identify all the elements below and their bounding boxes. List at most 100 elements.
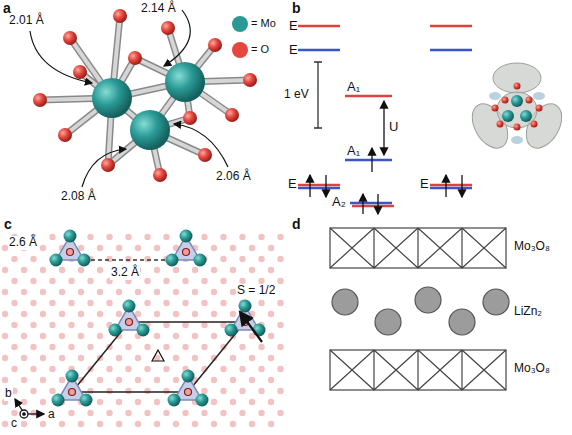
lattice-illustration bbox=[0, 230, 284, 433]
oxygen-atom bbox=[198, 148, 212, 162]
orbital-picture bbox=[493, 63, 541, 93]
oxygen-atom bbox=[73, 65, 87, 79]
legend-swatch bbox=[232, 16, 248, 32]
scale-bar bbox=[314, 62, 322, 128]
axis-label: c bbox=[10, 417, 18, 431]
spin-arrow bbox=[362, 194, 363, 214]
orbital-picture bbox=[492, 105, 499, 112]
molybdenum-atom bbox=[92, 78, 132, 118]
leader-arrow bbox=[30, 31, 92, 83]
spin-arrow bbox=[377, 194, 378, 214]
layer-stack bbox=[483, 289, 509, 315]
spin-arrow bbox=[240, 312, 262, 342]
unit-cell bbox=[72, 322, 245, 392]
leader-arrow bbox=[30, 10, 228, 187]
layer-stack bbox=[330, 228, 506, 268]
layer-stack bbox=[332, 289, 358, 315]
layer-stack bbox=[330, 228, 506, 268]
orbital-picture bbox=[536, 105, 543, 112]
orbital-picture bbox=[514, 83, 521, 90]
axis-label: a bbox=[47, 408, 56, 422]
axes bbox=[28, 413, 44, 414]
axes bbox=[15, 399, 22, 410]
orbital-picture bbox=[489, 92, 545, 144]
orbital-picture bbox=[511, 95, 523, 107]
level-label: E bbox=[289, 19, 298, 34]
level-label: A₂ bbox=[332, 195, 346, 210]
legend-text: = Mo bbox=[251, 17, 276, 30]
oxygen-atom bbox=[101, 158, 115, 172]
spin-arrow bbox=[309, 175, 310, 197]
oxygen-atom bbox=[113, 9, 127, 23]
panel-letter: d bbox=[292, 216, 301, 232]
panel-letter: b bbox=[292, 0, 301, 16]
oxygen-atom bbox=[58, 128, 72, 142]
layer-stack bbox=[375, 309, 401, 335]
legend-swatch bbox=[232, 42, 248, 58]
bond-rod bbox=[40, 16, 250, 175]
blue-level bbox=[298, 50, 472, 203]
energy-label: U bbox=[389, 120, 398, 135]
distance-label: 2.6 Å bbox=[8, 236, 38, 250]
oxygen-grid bbox=[0, 232, 284, 432]
orbital-picture bbox=[492, 83, 543, 131]
level-label: E bbox=[288, 177, 297, 192]
axes bbox=[23, 413, 25, 415]
orbital-picture bbox=[511, 136, 523, 144]
orbital-picture bbox=[514, 124, 521, 131]
scale-label: 1 eV bbox=[284, 88, 309, 102]
layer-stack bbox=[449, 309, 475, 335]
hubbard-arrow bbox=[383, 101, 384, 155]
spin-arrow bbox=[325, 175, 326, 197]
orbital-picture bbox=[502, 95, 532, 122]
spin-label: S = 1/2 bbox=[236, 284, 276, 298]
orbital-picture bbox=[465, 63, 569, 157]
layer-label: Mo₃O₈ bbox=[514, 240, 550, 254]
molybdenum-atom bbox=[165, 62, 205, 102]
orbital-picture bbox=[497, 121, 504, 128]
leader-arrow bbox=[164, 10, 190, 66]
layer-label: LiZn₂ bbox=[514, 305, 542, 319]
oxygen-atom bbox=[225, 108, 239, 122]
axis-label: b bbox=[4, 387, 13, 401]
red-level bbox=[298, 26, 472, 206]
orbital-picture bbox=[489, 92, 501, 100]
bond-length: 2.14 Å bbox=[140, 2, 177, 16]
level-label: E bbox=[420, 177, 429, 192]
mo3-triangle bbox=[109, 300, 150, 337]
distance-label: 3.2 Å bbox=[110, 266, 140, 280]
layer-stack bbox=[330, 228, 509, 390]
distance-line bbox=[84, 259, 172, 260]
oxygen-atom bbox=[243, 73, 257, 87]
orbital-picture bbox=[520, 110, 532, 122]
level-label: A₁ bbox=[347, 144, 360, 159]
bond-length: 2.01 Å bbox=[8, 14, 45, 28]
triangle-symbol bbox=[152, 350, 164, 361]
orbital-picture bbox=[502, 97, 509, 104]
molybdenum-atom bbox=[130, 110, 170, 150]
level-label: A₁ bbox=[347, 80, 360, 95]
leader-arrow bbox=[174, 124, 228, 167]
spin-arrow bbox=[371, 148, 372, 172]
oxygen-atom bbox=[208, 38, 222, 52]
orbital-picture bbox=[515, 153, 519, 157]
level-label: E bbox=[289, 43, 298, 58]
layer-stack bbox=[330, 228, 506, 390]
layer-label: Mo₃O₈ bbox=[514, 362, 550, 376]
spin-arrow bbox=[310, 148, 462, 214]
orbital-picture bbox=[526, 97, 533, 104]
mo3-triangle bbox=[166, 230, 207, 267]
orbital-picture bbox=[481, 78, 485, 82]
axes bbox=[15, 399, 44, 418]
orbital-picture bbox=[465, 63, 569, 154]
bond-length: 2.06 Å bbox=[215, 170, 252, 184]
mo3-triangle bbox=[50, 230, 91, 267]
oxygen-atom bbox=[161, 21, 175, 35]
oxygen-atom bbox=[128, 51, 142, 65]
bond-rod bbox=[40, 16, 250, 175]
bond-length: 2.08 Å bbox=[60, 190, 97, 204]
cluster-illustration bbox=[30, 9, 257, 187]
orbital-picture bbox=[497, 92, 537, 128]
